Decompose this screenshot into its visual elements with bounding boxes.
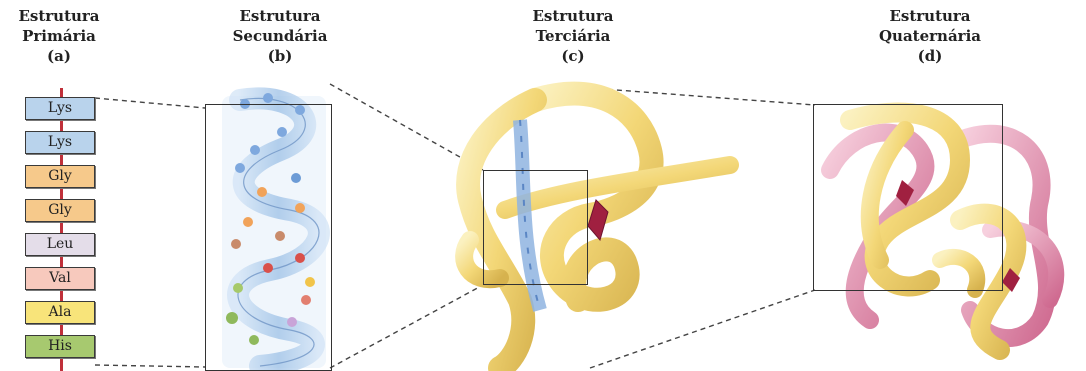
residue-box: Gly (25, 199, 95, 222)
residue-box: Val (25, 267, 95, 290)
residue-box: Lys (25, 131, 95, 154)
residue-box: Ala (25, 301, 95, 324)
quaternary-zoom-frame (813, 104, 1003, 291)
residue-box: His (25, 335, 95, 358)
residue-box: Leu (25, 233, 95, 256)
dashed-connectors (95, 84, 815, 368)
residue-box: Lys (25, 97, 95, 120)
residue-box: Gly (25, 165, 95, 188)
tertiary-zoom-frame (483, 170, 588, 285)
secondary-zoom-frame (205, 104, 332, 371)
